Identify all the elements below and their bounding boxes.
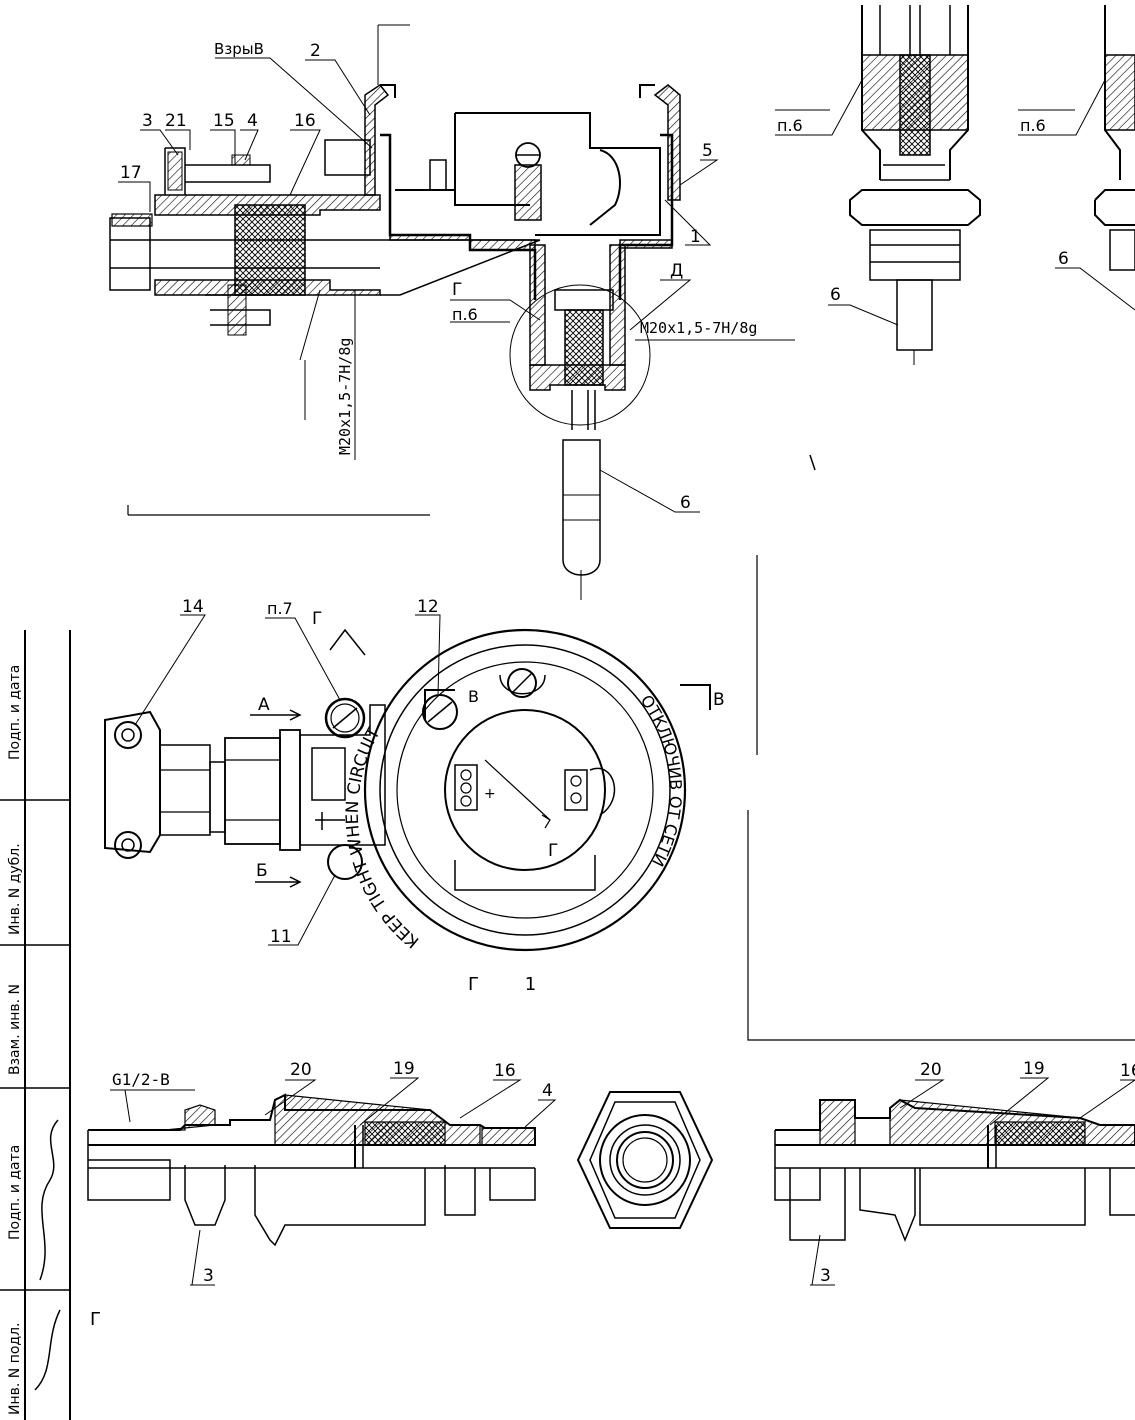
label-19b: 19 [1023, 1059, 1045, 1079]
label-p6: п.6 [452, 305, 478, 324]
handwritten-signature [34, 1119, 61, 1391]
label-g-center: Г [548, 841, 558, 861]
bottom-gland-left [87, 1077, 557, 1286]
label-2: 2 [310, 41, 321, 61]
label-4-bottom: 4 [542, 1081, 553, 1101]
plan-view-labels: 14 п.7 Г 12 В В А Б 11 Г + Г 1 [182, 597, 725, 995]
bottom-gland-right [774, 1077, 1135, 1286]
label-p6-detail-b: п.6 [1020, 116, 1046, 135]
stamp-col2: Инв. N дубл. [7, 843, 23, 935]
label-thread-right: M20x1,5-7H/8g [640, 319, 757, 337]
label-plus: + [484, 786, 496, 802]
label-16: 16 [294, 111, 316, 131]
label-20: 20 [290, 1060, 312, 1080]
label-16-bottom: 16 [494, 1061, 516, 1081]
stamp-col1: Подп. и дата [7, 665, 23, 760]
label-d: Д [670, 261, 683, 281]
label-b-arrow: Б [256, 861, 268, 881]
main-section-view [109, 24, 795, 600]
label-blast: ВзрыВ [214, 40, 264, 58]
plan-view-ring-text: KEEP TIGHT WHEN CIRCUIT ОТКЛЮЧИВ ОТ СЕТИ [343, 691, 686, 951]
label-p6-detail-a: п.6 [777, 116, 803, 135]
label-3b: 3 [820, 1266, 831, 1286]
label-21: 21 [165, 111, 187, 131]
label-g-bottom: Г [90, 1309, 101, 1330]
bottom-labels: G1/2-B 20 19 16 4 3 20 19 16 3 Г [90, 1059, 1135, 1330]
stamp-col3: Взам. инв. N [7, 984, 23, 1075]
label-12: 12 [417, 597, 439, 617]
label-6: 6 [680, 493, 691, 513]
label-6-detail-b: 6 [1058, 249, 1069, 269]
detail-views [747, 5, 1135, 1041]
label-20b: 20 [920, 1060, 942, 1080]
ring-text-right: ОТКЛЮЧИВ ОТ СЕТИ [637, 691, 686, 869]
stamp-strip: Подп. и дата Инв. N дубл. Взам. инв. N П… [0, 630, 71, 1420]
label-17: 17 [120, 163, 142, 183]
label-5: 5 [702, 141, 713, 161]
label-thread-g12: G1/2-B [112, 1070, 170, 1089]
view-caption: Г 1 [468, 974, 536, 995]
label-a-arrow: А [258, 695, 270, 715]
label-14: 14 [182, 597, 204, 617]
label-16b: 16 [1120, 1061, 1135, 1081]
plan-view [104, 614, 711, 952]
label-19: 19 [393, 1059, 415, 1079]
label-g: Г [452, 280, 462, 300]
hex-nut-end-view [576, 1091, 714, 1229]
label-1: 1 [690, 227, 701, 247]
stamp-col4: Подп. и дата [7, 1145, 23, 1240]
label-b-right: В [713, 690, 725, 710]
label-11: 11 [270, 927, 292, 947]
label-4: 4 [247, 111, 258, 131]
label-b-left: В [468, 687, 479, 706]
label-3-bottom: 3 [203, 1266, 214, 1286]
label-15: 15 [213, 111, 235, 131]
main-section-labels: ВзрыВ 2 3 21 15 4 16 17 5 1 Д Г п.6 M20x… [120, 40, 757, 513]
label-p7: п.7 [267, 599, 293, 618]
stamp-col5: Инв. N подл. [7, 1323, 23, 1416]
detail-labels: п.6 п.6 6 6 [777, 116, 1069, 305]
label-g-arrow: Г [312, 609, 322, 629]
label-6-detail-a: 6 [830, 285, 841, 305]
label-3: 3 [142, 111, 153, 131]
label-thread-vertical: M20x1,5-7H/8g [336, 338, 354, 455]
